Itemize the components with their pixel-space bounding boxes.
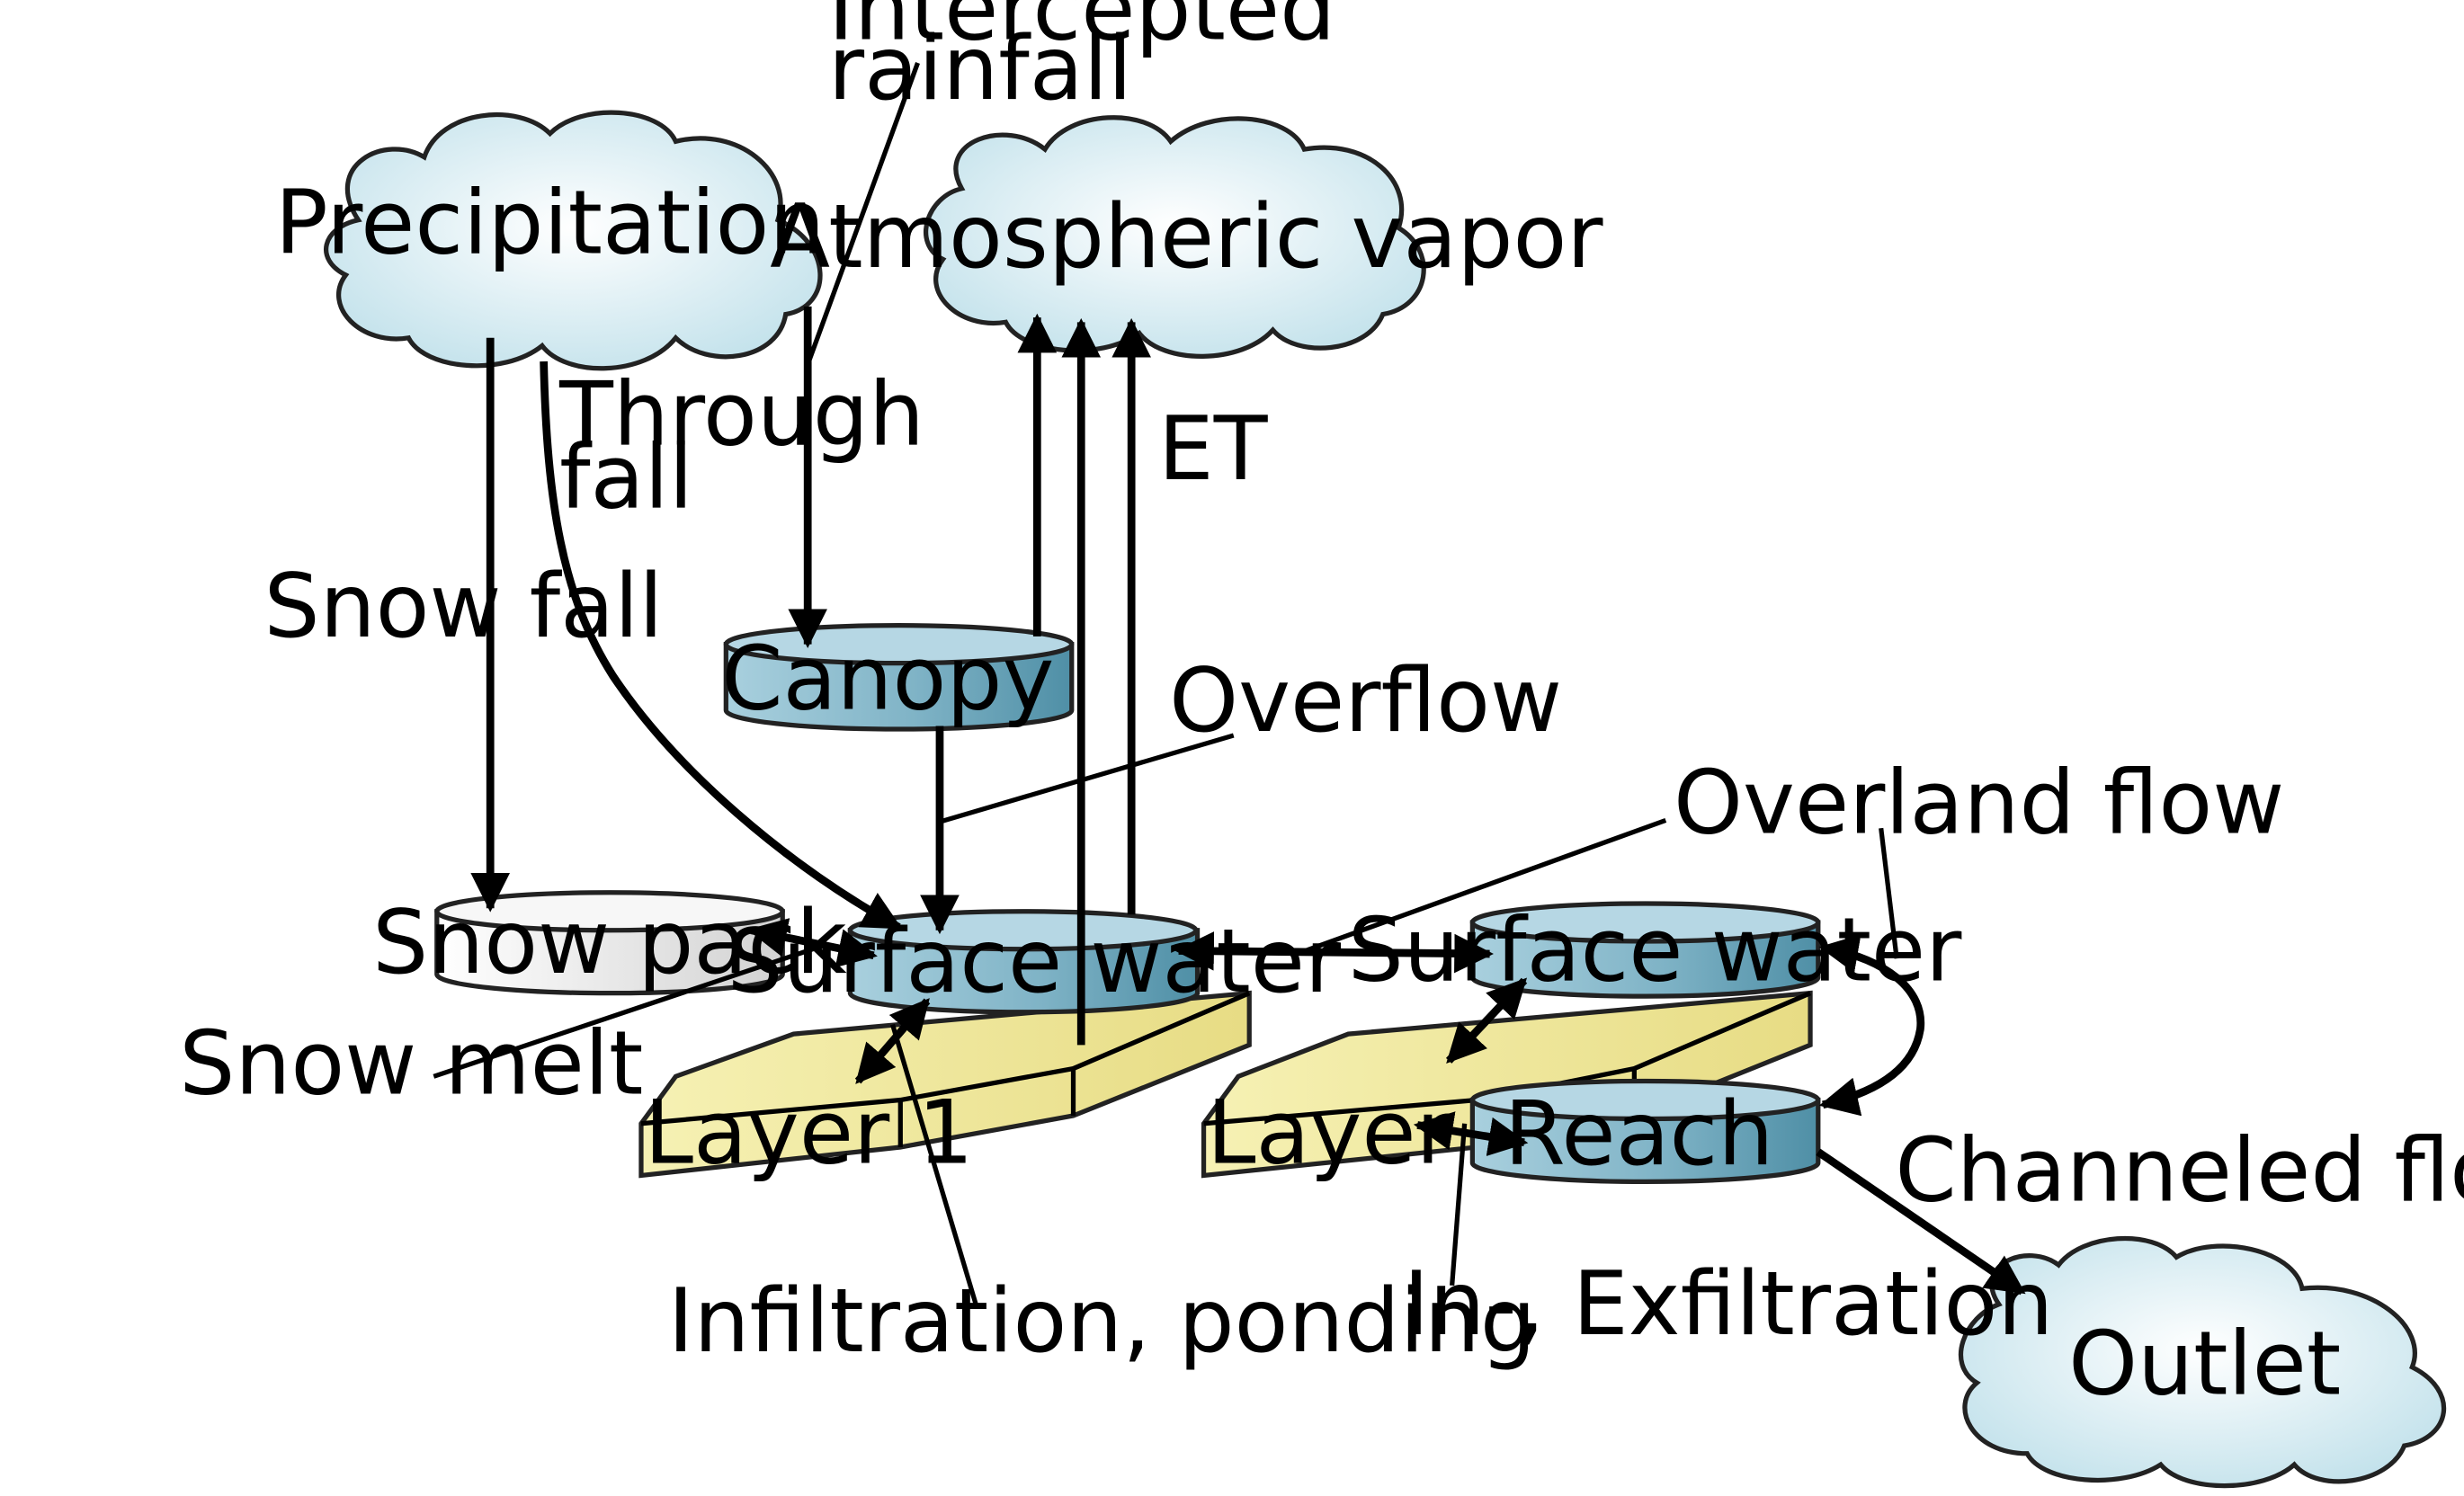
- surface-water-left-reservoir: Surface water: [727, 909, 1342, 1015]
- infiltration-ponding-label: Infiltration, ponding: [668, 1270, 1536, 1373]
- through-fall-label-line2: fall: [559, 427, 693, 530]
- channeled-flow-label: Channeled flow: [1895, 1119, 2464, 1222]
- through-fall-arrow: [540, 361, 903, 931]
- infiltration-left-arrow: [854, 998, 931, 1084]
- atmospheric-vapor-cloud: Atmospheric vapor: [770, 115, 1603, 359]
- et-label: ET: [1158, 398, 1269, 501]
- surface-water-left-label: Surface water: [727, 911, 1341, 1013]
- reach-reservoir: Reach: [1469, 1078, 1821, 1186]
- flow-labels: Intercepted rainfall Through fall Snow f…: [179, 0, 2464, 1373]
- canopy-reservoir: Canopy: [721, 623, 1075, 732]
- outlet-label: Outlet: [2068, 1313, 2341, 1415]
- outlet-cloud: Outlet: [1958, 1235, 2447, 1489]
- soil-layer-left: Layer 1: [638, 990, 1252, 1184]
- intercepted-rainfall-label-line1: Intercepted: [828, 0, 1335, 61]
- snow-fall-label: Snow fall: [264, 556, 664, 658]
- leader-lines: [433, 62, 1899, 1305]
- reach-label: Reach: [1504, 1083, 1774, 1186]
- snow-melt-arrow: [747, 918, 878, 968]
- layer1-left-label: Layer 1: [644, 1082, 973, 1184]
- overflow-label: Overflow: [1169, 650, 1562, 752]
- intercepted-rainfall-label-line2: rainfall: [828, 18, 1132, 120]
- surface-reach-arrow: [1818, 934, 1925, 1117]
- snow-pack-reservoir: Snow pack: [372, 890, 847, 996]
- flow-arrows: [470, 306, 2026, 1296]
- channeled-flow-arrow: [1816, 1148, 2026, 1296]
- through-fall-label-line1: Through: [558, 364, 924, 467]
- precipitation-cloud: Precipitation: [275, 110, 826, 371]
- overland-flow-label: Overland flow: [1674, 752, 2284, 854]
- overland-flow-arrow: [1174, 931, 1494, 974]
- exfiltration-arrow: [1413, 1111, 1529, 1157]
- canopy-label: Canopy: [721, 628, 1054, 730]
- infiltration-right-arrow: [1445, 977, 1528, 1064]
- in-exfiltration-label: In-, Exfiltration: [1403, 1253, 2053, 1356]
- precipitation-label: Precipitation: [275, 172, 826, 274]
- snow-melt-label: Snow melt: [179, 1013, 643, 1116]
- atmospheric-vapor-label: Atmospheric vapor: [770, 186, 1603, 289]
